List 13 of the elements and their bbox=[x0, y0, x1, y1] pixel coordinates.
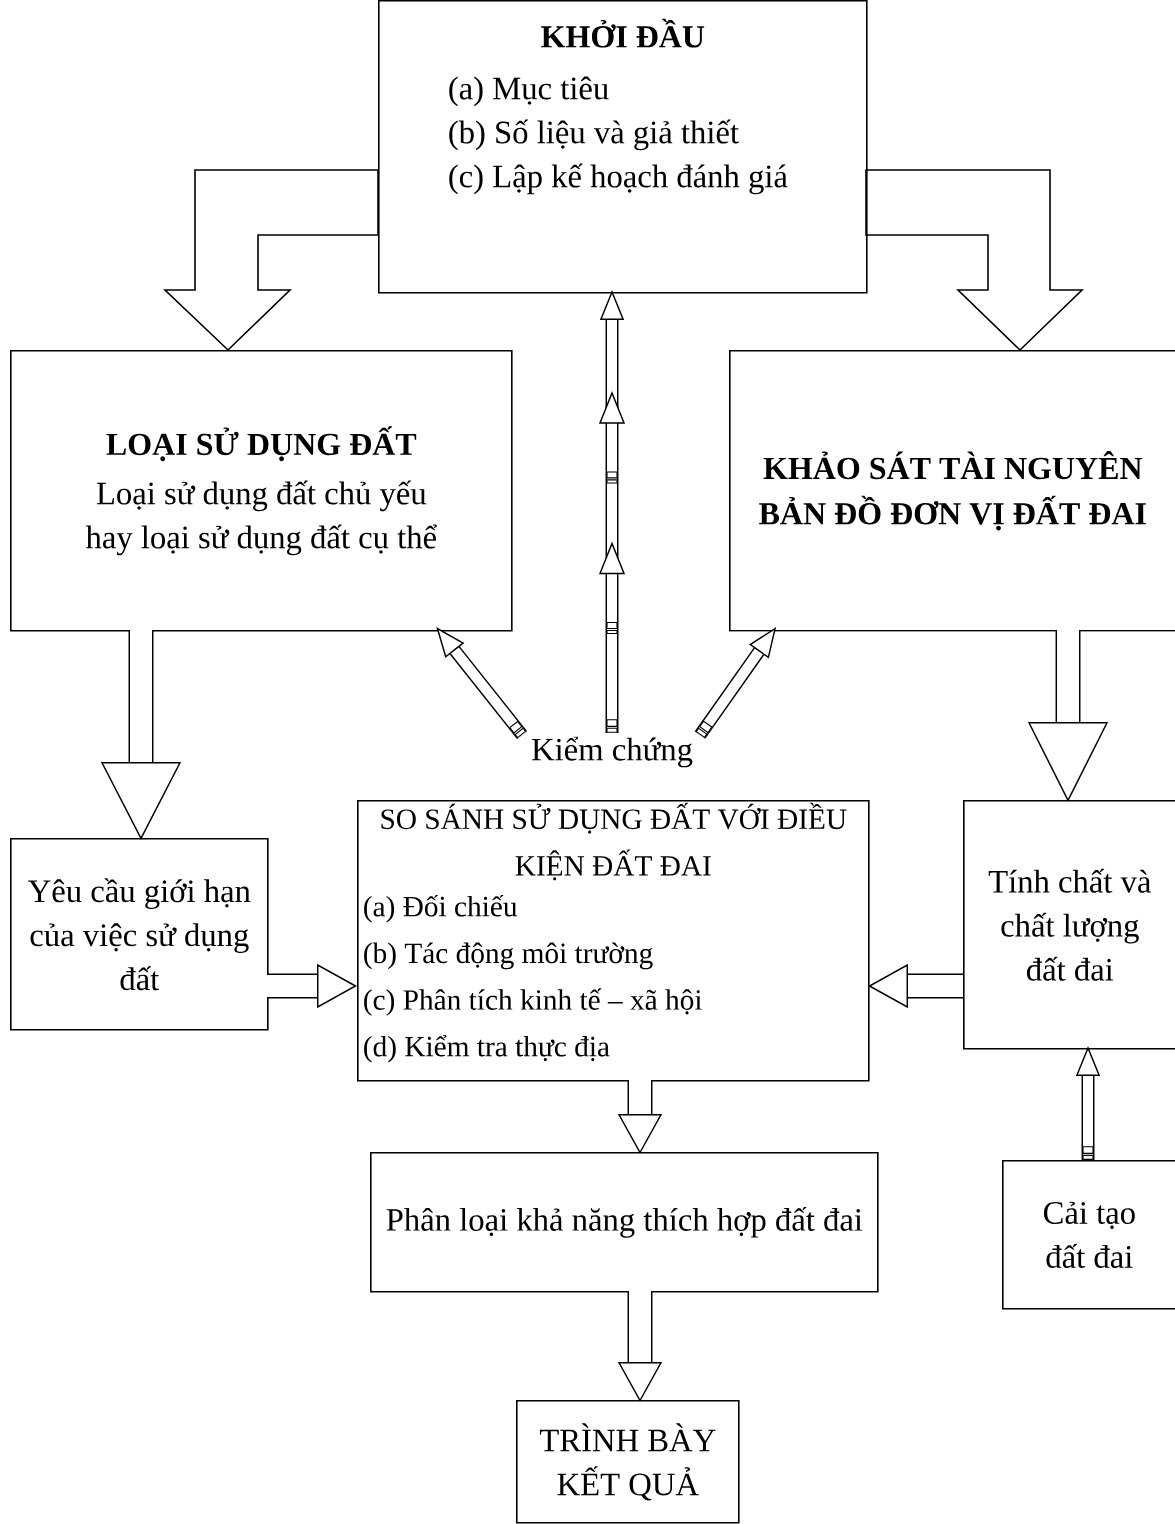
process-box: Tính chất và chất lượng đất đai bbox=[963, 800, 1175, 1050]
process-box: KHẢO SÁT TÀI NGUYÊN BẢN ĐỒ ĐƠN VỊ ĐẤT ĐAI bbox=[729, 350, 1175, 632]
process-box: LOẠI SỬ DỤNG ĐẤT Loại sử dụng đất chủ yếu hay loại sử dụng đất cụ thể bbox=[10, 350, 513, 632]
process-box: Phân loại khả năng thích hợp đất đai bbox=[370, 1152, 879, 1293]
block-arrow bbox=[865, 169, 1084, 352]
node-label: Kiểm chứng bbox=[531, 736, 693, 768]
verification-arrow bbox=[436, 627, 528, 740]
process-box: Yêu cầu giới hạn của việc sử dụng đất bbox=[10, 838, 269, 1031]
process-box: SO SÁNH SỬ DỤNG ĐẤT VỚI ĐIỀU KIỆN ĐẤT ĐAI (a) Đối chiếu (b) Tác động môi trường (c) Phân tích kinh tế – xã hội (d) Kiểm tra thực địa bbox=[357, 800, 870, 1082]
block-arrow bbox=[163, 169, 379, 352]
process-box: TRÌNH BÀY KẾT QUẢ bbox=[516, 1400, 740, 1524]
process-box: Cải tạo đất đai bbox=[1002, 1160, 1175, 1310]
process-box: KHỞI ĐẦU (a) Mục tiêu (b) Số liệu và giả thiết (c) Lập kế hoạch đánh giá bbox=[378, 0, 868, 294]
